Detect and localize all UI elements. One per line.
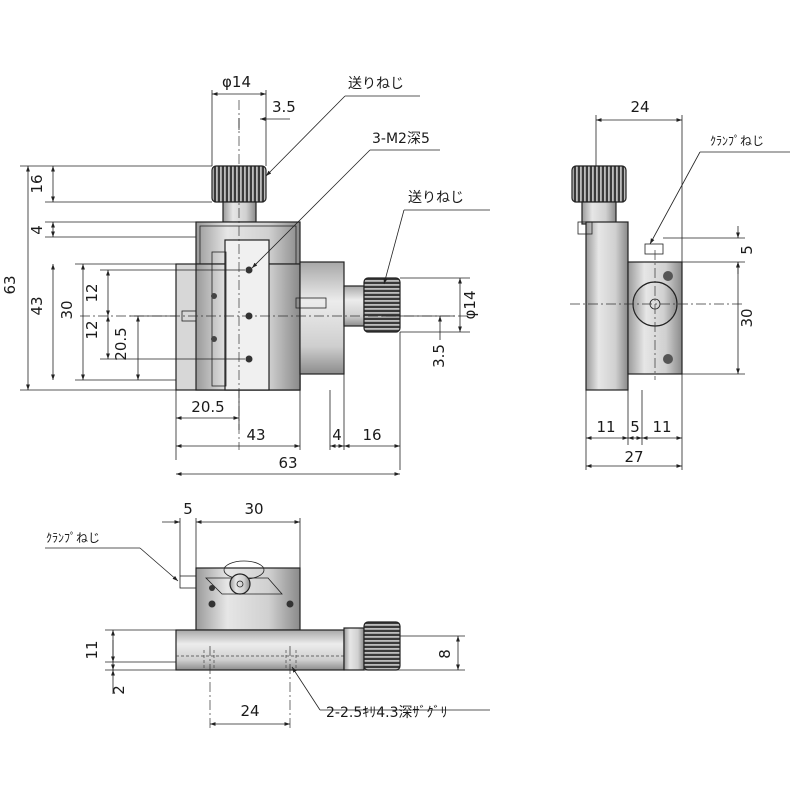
dim-body-width: 43 <box>246 426 265 444</box>
dim-bottom-2: 2 <box>110 685 128 695</box>
dim-side-width: 24 <box>630 98 649 116</box>
base-plate <box>175 629 345 671</box>
front-view: φ14 3.5 送りねじ 3-M2深5 送りねじ 63 16 4 43 30 1… <box>1 73 490 476</box>
dim-side-stage: 30 <box>738 308 756 327</box>
knob-neck <box>222 201 257 223</box>
tapped-hole <box>245 266 253 274</box>
dim-bottom-30: 30 <box>244 500 263 518</box>
bottom-view: 5 30 ｸﾗﾝﾌﾟねじ 11 2 8 24 2-2.5ｷﾘ4.3深ｻﾞｸﾞﾘ <box>45 500 490 730</box>
dim-overall-width: 63 <box>278 454 297 472</box>
dim-bottom-11: 11 <box>83 640 101 659</box>
dim-bottom-8: 8 <box>436 649 454 659</box>
dim-hole-pitch-lower: 12 <box>83 320 101 339</box>
side-body <box>585 221 629 391</box>
label-clamp-screw-bottom: ｸﾗﾝﾌﾟねじ <box>46 531 100 545</box>
dim-side-11-b: 11 <box>652 418 671 436</box>
dim-stage-height: 30 <box>58 300 76 319</box>
side-knob-neck <box>343 285 365 327</box>
dim-knob-offset: 3.5 <box>272 98 296 116</box>
dim-side-knob-offset: 3.5 <box>430 344 448 368</box>
dim-knob-dia: φ14 <box>222 73 251 91</box>
dim-clamp-offset: 5 <box>738 245 756 255</box>
dim-center-vertical: 20.5 <box>112 327 130 360</box>
dim-body-height: 43 <box>28 296 46 315</box>
dim-side-5: 5 <box>630 418 640 436</box>
dim-bottom-5: 5 <box>183 500 193 518</box>
dim-hole-pitch-upper: 12 <box>83 283 101 302</box>
dim-overall-height: 63 <box>1 275 19 294</box>
label-mount-holes: 2-2.5ｷﾘ4.3深ｻﾞｸﾞﾘ <box>326 705 448 721</box>
label-clamp-screw-side: ｸﾗﾝﾌﾟねじ <box>710 134 764 148</box>
dim-knob-height: 16 <box>28 174 46 193</box>
feed-knob-side <box>363 277 401 333</box>
dim-gap: 4 <box>28 225 46 235</box>
dim-bottom-24: 24 <box>240 702 259 720</box>
label-tapped-holes: 3-M2深5 <box>372 131 430 147</box>
dim-side-knob-len: 16 <box>362 426 381 444</box>
side-knob <box>571 165 627 203</box>
dim-side-11-a: 11 <box>596 418 615 436</box>
label-feed-screw-top: 送りねじ <box>348 76 404 92</box>
side-clamp-screw <box>644 243 664 255</box>
dim-center-horizontal: 20.5 <box>191 398 224 416</box>
clamp-screw-bottom <box>179 575 197 589</box>
guide-rail <box>299 261 345 375</box>
dim-side-gap: 4 <box>332 426 342 444</box>
side-view: 24 ｸﾗﾝﾌﾟねじ 5 30 11 5 11 27 <box>570 98 790 470</box>
dim-side-total: 27 <box>624 448 643 466</box>
dim-side-knob-dia: φ14 <box>461 291 479 320</box>
feed-knob-bottom <box>363 621 401 671</box>
label-feed-screw-side: 送りねじ <box>408 190 464 206</box>
tapped-hole <box>245 355 253 363</box>
